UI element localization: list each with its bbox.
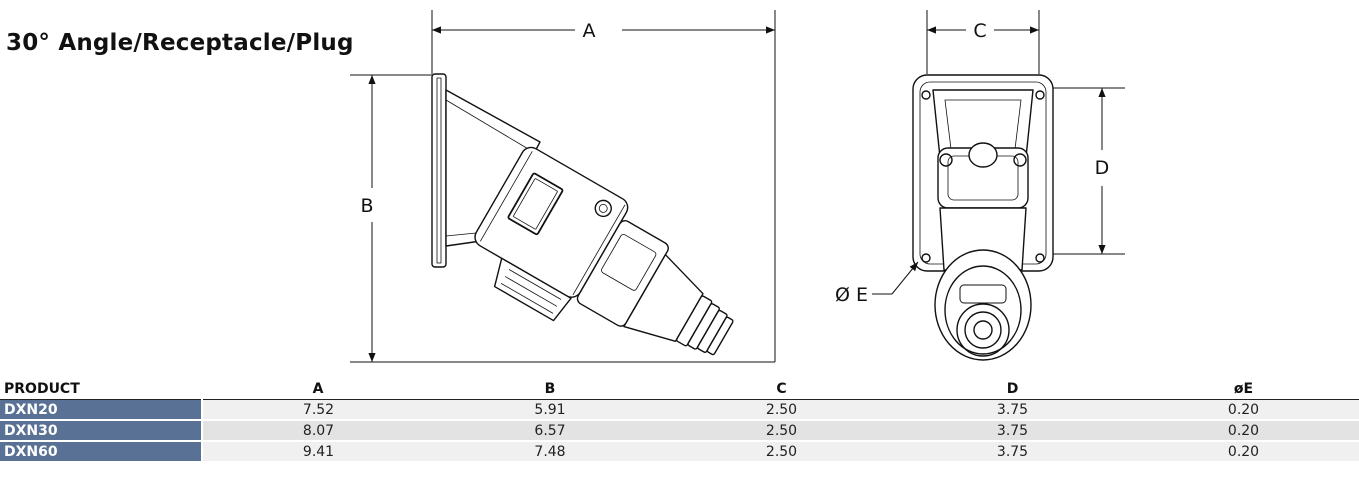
value-c: 2.50 (666, 420, 897, 442)
column-header-b: B (434, 378, 666, 400)
dimension-a-label: A (583, 20, 596, 42)
page-title: 30° Angle/Receptacle/Plug (6, 30, 354, 56)
column-header-c: C (666, 378, 897, 400)
value-d: 3.75 (897, 420, 1128, 442)
column-header-d: D (897, 378, 1128, 400)
product-name: DXN60 (0, 441, 203, 463)
dimension-d (1040, 87, 1125, 255)
dimension-a (431, 10, 776, 362)
technical-drawing: A B (350, 10, 1125, 363)
table-header-row: PRODUCT A B C D øE (0, 378, 1359, 400)
table-row: DXN60 9.41 7.48 2.50 3.75 0.20 (0, 441, 1359, 463)
product-name: DXN20 (0, 399, 203, 421)
value-b: 7.48 (434, 441, 666, 463)
dimension-d-label: D (1095, 157, 1110, 179)
value-b: 6.57 (434, 420, 666, 442)
column-header-a: A (202, 378, 434, 400)
dimension-c-label: C (973, 20, 986, 42)
column-header-product: PRODUCT (0, 378, 202, 400)
dimension-b (350, 74, 775, 363)
value-c: 2.50 (666, 399, 897, 421)
value-a: 8.07 (202, 420, 434, 442)
value-a: 9.41 (202, 441, 434, 463)
table-row: DXN20 7.52 5.91 2.50 3.75 0.20 (0, 399, 1359, 421)
value-d: 3.75 (897, 441, 1128, 463)
value-e: 0.20 (1128, 441, 1359, 463)
dimension-b-label: B (360, 195, 373, 217)
value-d: 3.75 (897, 399, 1128, 421)
product-name: DXN30 (0, 420, 203, 442)
dimension-e-label: Ø E (835, 284, 868, 306)
table-row: DXN30 8.07 6.57 2.50 3.75 0.20 (0, 420, 1359, 442)
value-c: 2.50 (666, 441, 897, 463)
value-e: 0.20 (1128, 399, 1359, 421)
dimensions-table: PRODUCT A B C D øE DXN20 7.52 5.91 2.50 … (0, 378, 1359, 463)
side-view-drawing (431, 73, 734, 356)
value-b: 5.91 (434, 399, 666, 421)
dimension-e (872, 261, 919, 295)
dimension-c (926, 10, 1040, 74)
front-view-drawing (912, 74, 1054, 361)
value-a: 7.52 (202, 399, 434, 421)
column-header-e: øE (1128, 378, 1359, 400)
value-e: 0.20 (1128, 420, 1359, 442)
